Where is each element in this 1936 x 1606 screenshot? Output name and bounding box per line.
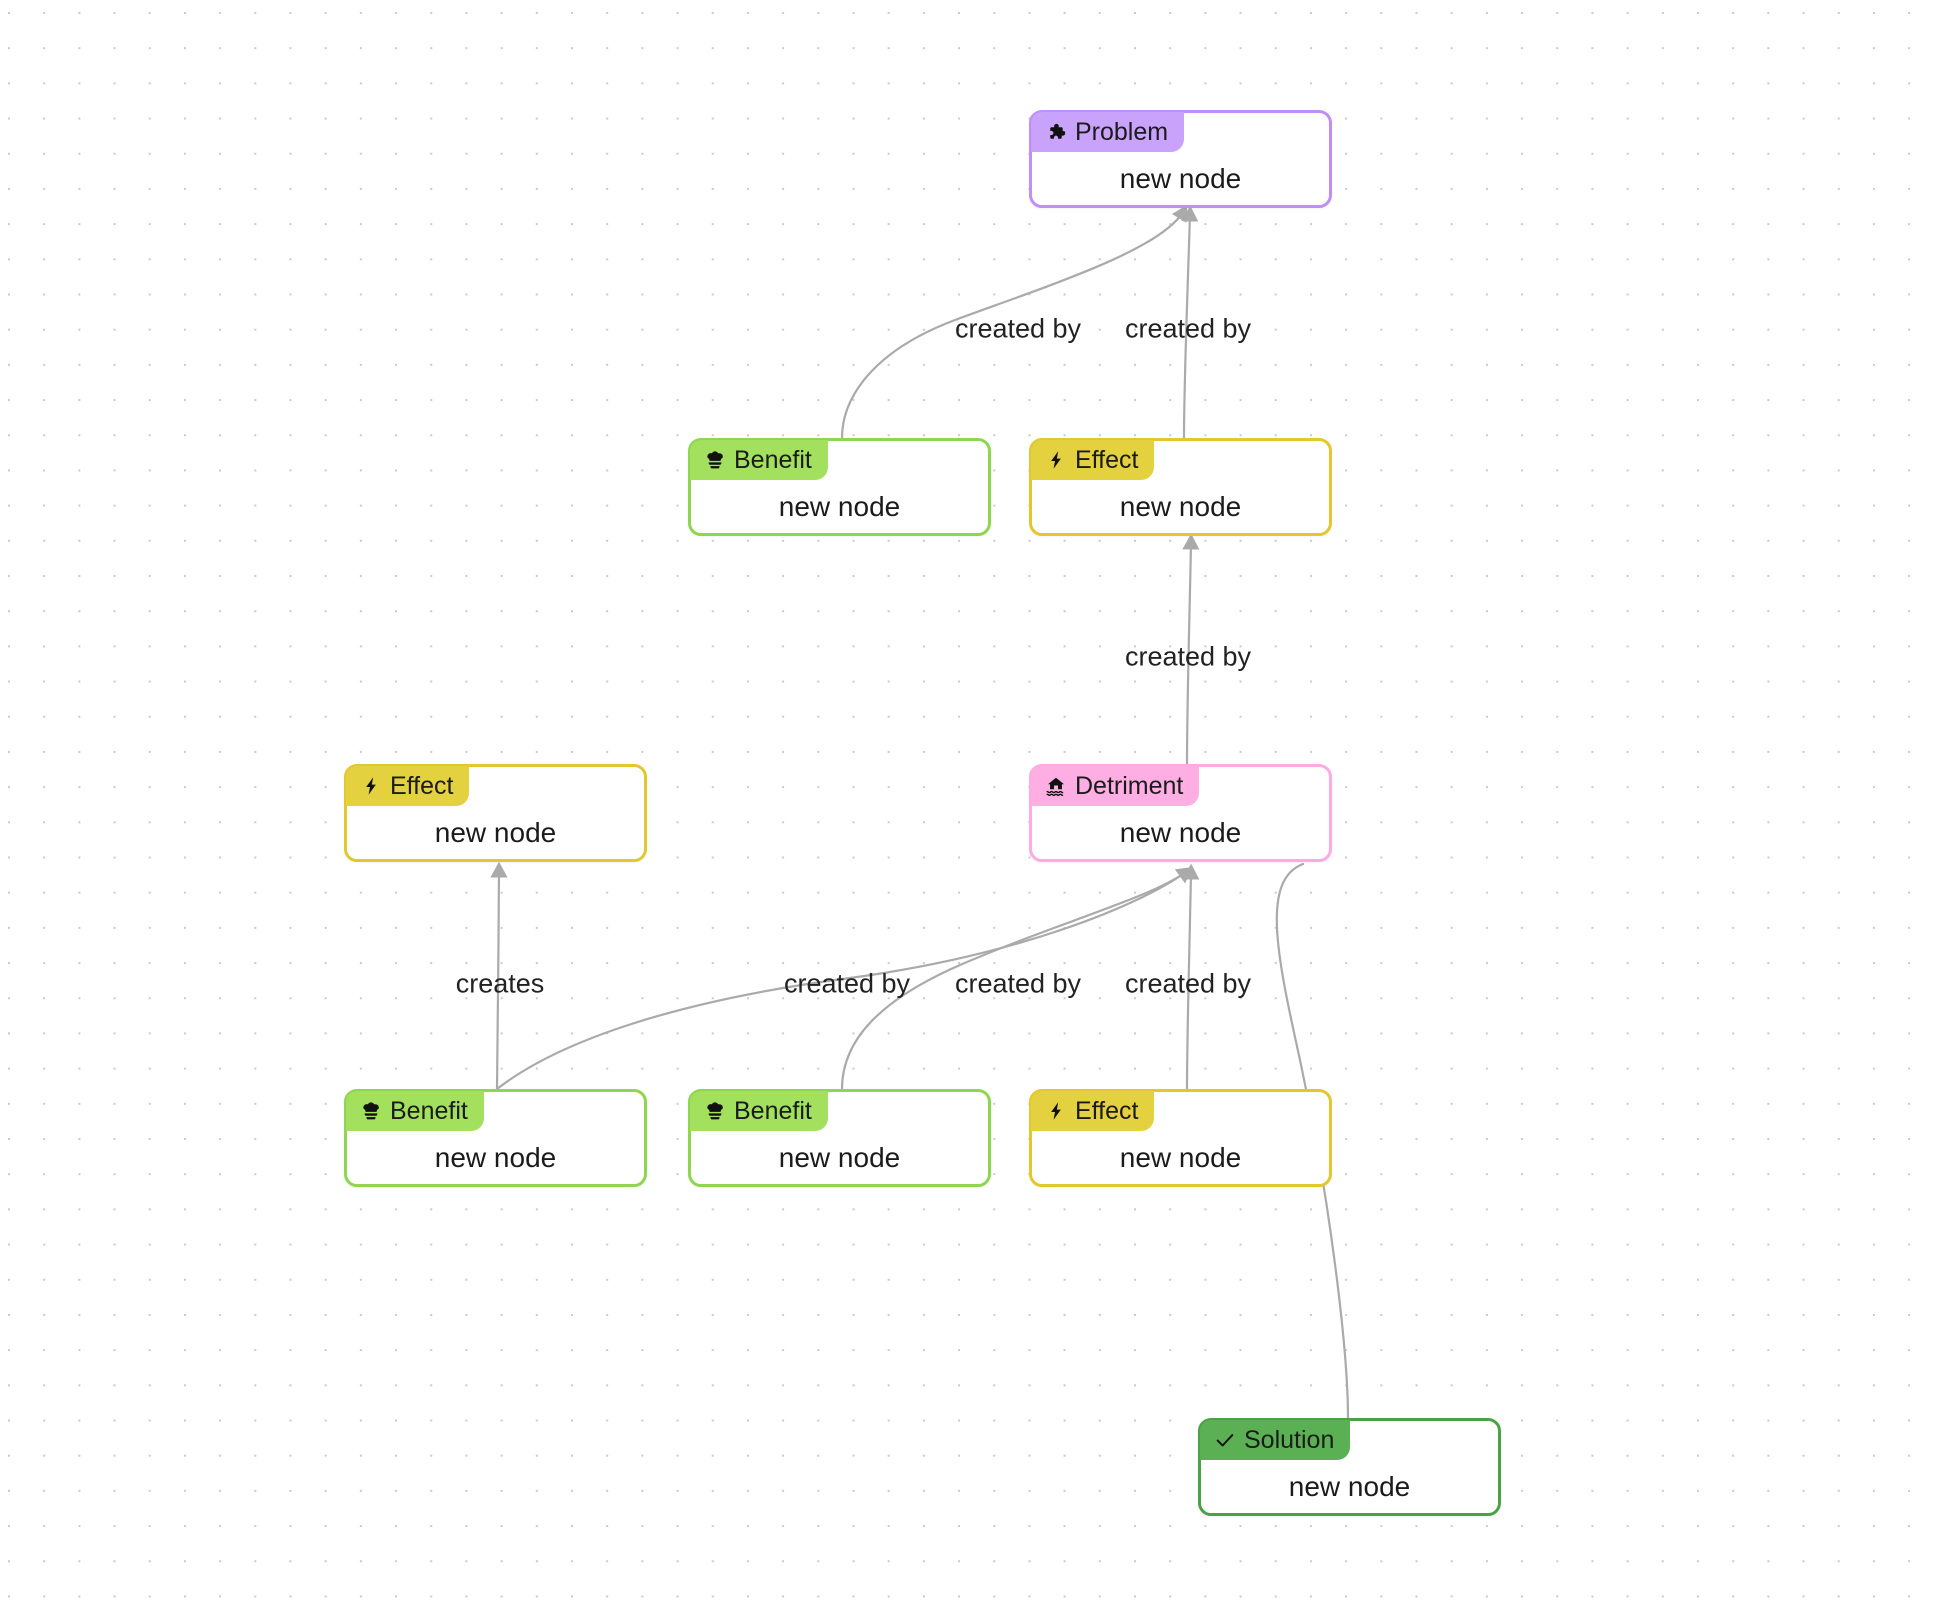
graph-node-benefit[interactable]: Benefit new node (688, 438, 991, 536)
node-type-label: Benefit (734, 1096, 812, 1125)
edge-label[interactable]: created by (1124, 641, 1252, 672)
lightning-bolt-icon (1045, 1100, 1067, 1122)
node-type-label: Effect (1075, 445, 1139, 474)
node-type-label: Benefit (734, 445, 812, 474)
graph-node-effect[interactable]: Effect new node (344, 764, 647, 862)
node-text[interactable]: new node (434, 817, 557, 848)
node-type-tab[interactable]: Effect (346, 766, 470, 806)
edge-label[interactable]: creates (455, 968, 545, 999)
edge-label[interactable]: created by (1124, 313, 1252, 344)
node-type-label: Benefit (390, 1096, 468, 1125)
flood-house-icon (1045, 775, 1067, 797)
node-text[interactable]: new node (1119, 163, 1242, 194)
edge-label[interactable]: created by (783, 968, 911, 999)
lightning-bolt-icon (360, 775, 382, 797)
node-type-tab[interactable]: Problem (1031, 112, 1185, 152)
node-text[interactable]: new node (1288, 1471, 1411, 1502)
graph-node-benefit[interactable]: Benefit new node (344, 1089, 647, 1187)
node-type-label: Effect (1075, 1096, 1139, 1125)
node-type-tab[interactable]: Benefit (346, 1091, 484, 1131)
node-text[interactable]: new node (778, 1142, 901, 1173)
node-type-tab[interactable]: Effect (1031, 440, 1155, 480)
flower-icon (704, 449, 726, 471)
node-text[interactable]: new node (778, 491, 901, 522)
node-type-label: Problem (1075, 117, 1169, 146)
node-type-tab[interactable]: Effect (1031, 1091, 1155, 1131)
edge-label[interactable]: created by (1124, 968, 1252, 999)
graph-node-effect[interactable]: Effect new node (1029, 438, 1332, 536)
graph-node-effect[interactable]: Effect new node (1029, 1089, 1332, 1187)
node-type-label: Effect (390, 771, 454, 800)
graph-node-solution[interactable]: Solution new node (1198, 1418, 1501, 1516)
check-icon (1214, 1429, 1236, 1451)
node-type-tab[interactable]: Solution (1200, 1420, 1351, 1460)
edge-label[interactable]: created by (954, 313, 1082, 344)
node-type-tab[interactable]: Benefit (690, 1091, 828, 1131)
node-type-tab[interactable]: Benefit (690, 440, 828, 480)
flower-icon (360, 1100, 382, 1122)
node-type-label: Detriment (1075, 771, 1184, 800)
lightning-bolt-icon (1045, 449, 1067, 471)
flower-icon (704, 1100, 726, 1122)
node-text[interactable]: new node (1119, 817, 1242, 848)
node-text[interactable]: new node (1119, 1142, 1242, 1173)
puzzle-piece-icon (1045, 121, 1067, 143)
node-text[interactable]: new node (434, 1142, 557, 1173)
node-type-label: Solution (1244, 1425, 1335, 1454)
edge-label[interactable]: created by (954, 968, 1082, 999)
graph-node-problem[interactable]: Problem new node (1029, 110, 1332, 208)
node-type-tab[interactable]: Detriment (1031, 766, 1200, 806)
graph-node-benefit[interactable]: Benefit new node (688, 1089, 991, 1187)
graph-node-detriment[interactable]: Detriment new node (1029, 764, 1332, 862)
node-text[interactable]: new node (1119, 491, 1242, 522)
